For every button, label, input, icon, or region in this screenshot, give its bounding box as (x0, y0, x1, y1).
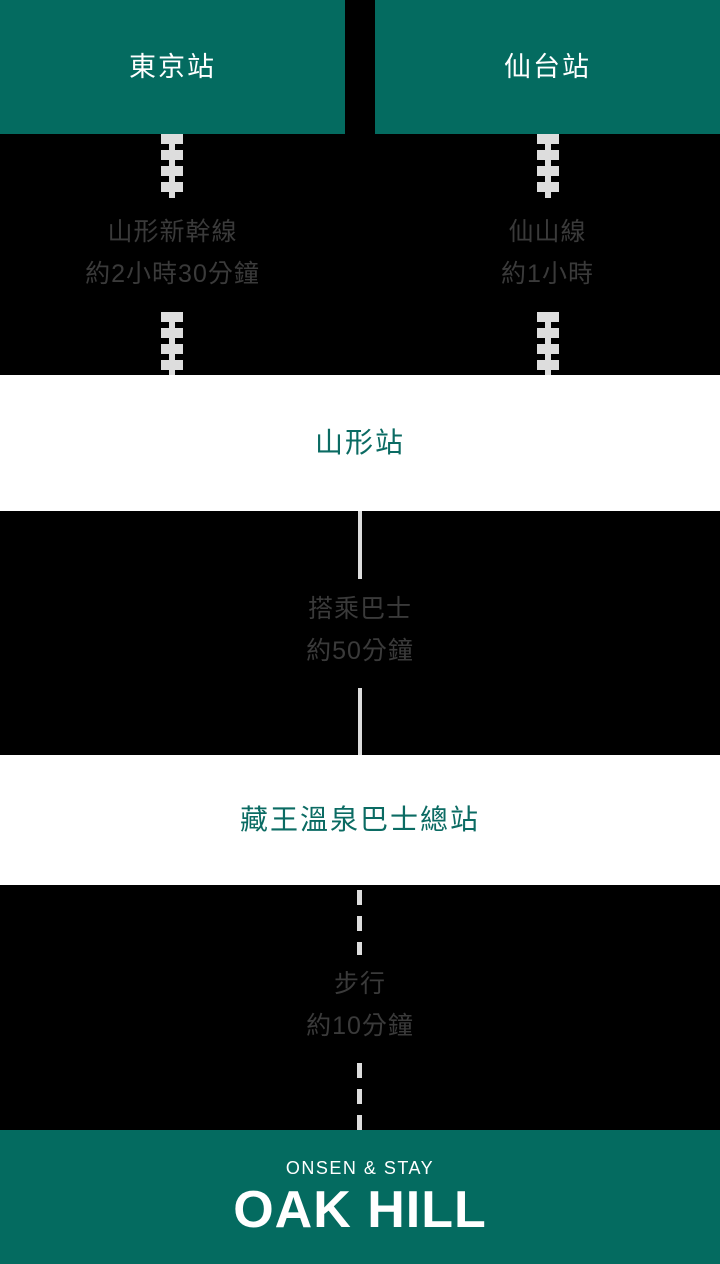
leg-bus-caption: 搭乘巴士 約50分鐘 (0, 588, 720, 672)
connector-dashed-walk-lower (357, 1063, 362, 1130)
leg-walk-duration: 約10分鐘 (306, 1012, 414, 1040)
connector-railway-dashed-tokyo-upper (161, 134, 183, 198)
leg-senzan-line-caption: 仙山線 約1小時 (375, 211, 720, 295)
origin-station-tokyo[interactable]: 東京站 (0, 0, 345, 134)
origin-stations-row: 東京站 仙台站 (0, 0, 720, 134)
connector-railway-dashed-sendai-upper (537, 134, 559, 198)
origin-station-sendai[interactable]: 仙台站 (375, 0, 720, 134)
brand-tagline: ONSEN & STAY (285, 1157, 435, 1178)
stop-zao-onsen-bus-terminal-label: 藏王溫泉巴士總站 (239, 804, 480, 835)
leg-bus-mode: 搭乘巴士 (307, 595, 412, 623)
leg-yamagata-shinkansen-duration: 約2小時30分鐘 (85, 260, 260, 288)
connector-solid-bus-lower (358, 688, 362, 755)
origin-stations-gap (345, 0, 375, 134)
leg-yamagata-shinkansen-caption: 山形新幹線 約2小時30分鐘 (0, 211, 345, 295)
leg-yamagata-shinkansen-mode: 山形新幹線 (107, 218, 238, 246)
stop-zao-onsen-bus-terminal[interactable]: 藏王溫泉巴士總站 (0, 755, 720, 885)
leg-senzan-line-duration: 約1小時 (501, 260, 594, 288)
connector-solid-bus-upper (358, 511, 362, 579)
connector-railway-dashed-sendai-lower (537, 312, 559, 376)
connector-dashed-walk-upper (357, 890, 362, 955)
leg-walk-mode: 步行 (333, 970, 386, 998)
brand-footer: ONSEN & STAY OAK HILL (0, 1130, 720, 1264)
leg-walk-caption: 步行 約10分鐘 (0, 963, 720, 1047)
origin-station-sendai-label: 仙台站 (504, 51, 591, 82)
leg-bus-duration: 約50分鐘 (306, 637, 414, 665)
brand-wordmark: OAK HILL (233, 1180, 487, 1239)
stop-yamagata-station[interactable]: 山形站 (0, 375, 720, 511)
connector-railway-dashed-tokyo-lower (161, 312, 183, 376)
leg-senzan-line-mode: 仙山線 (508, 218, 587, 246)
stop-yamagata-station-label: 山形站 (314, 427, 405, 458)
origin-station-tokyo-label: 東京站 (129, 51, 216, 82)
